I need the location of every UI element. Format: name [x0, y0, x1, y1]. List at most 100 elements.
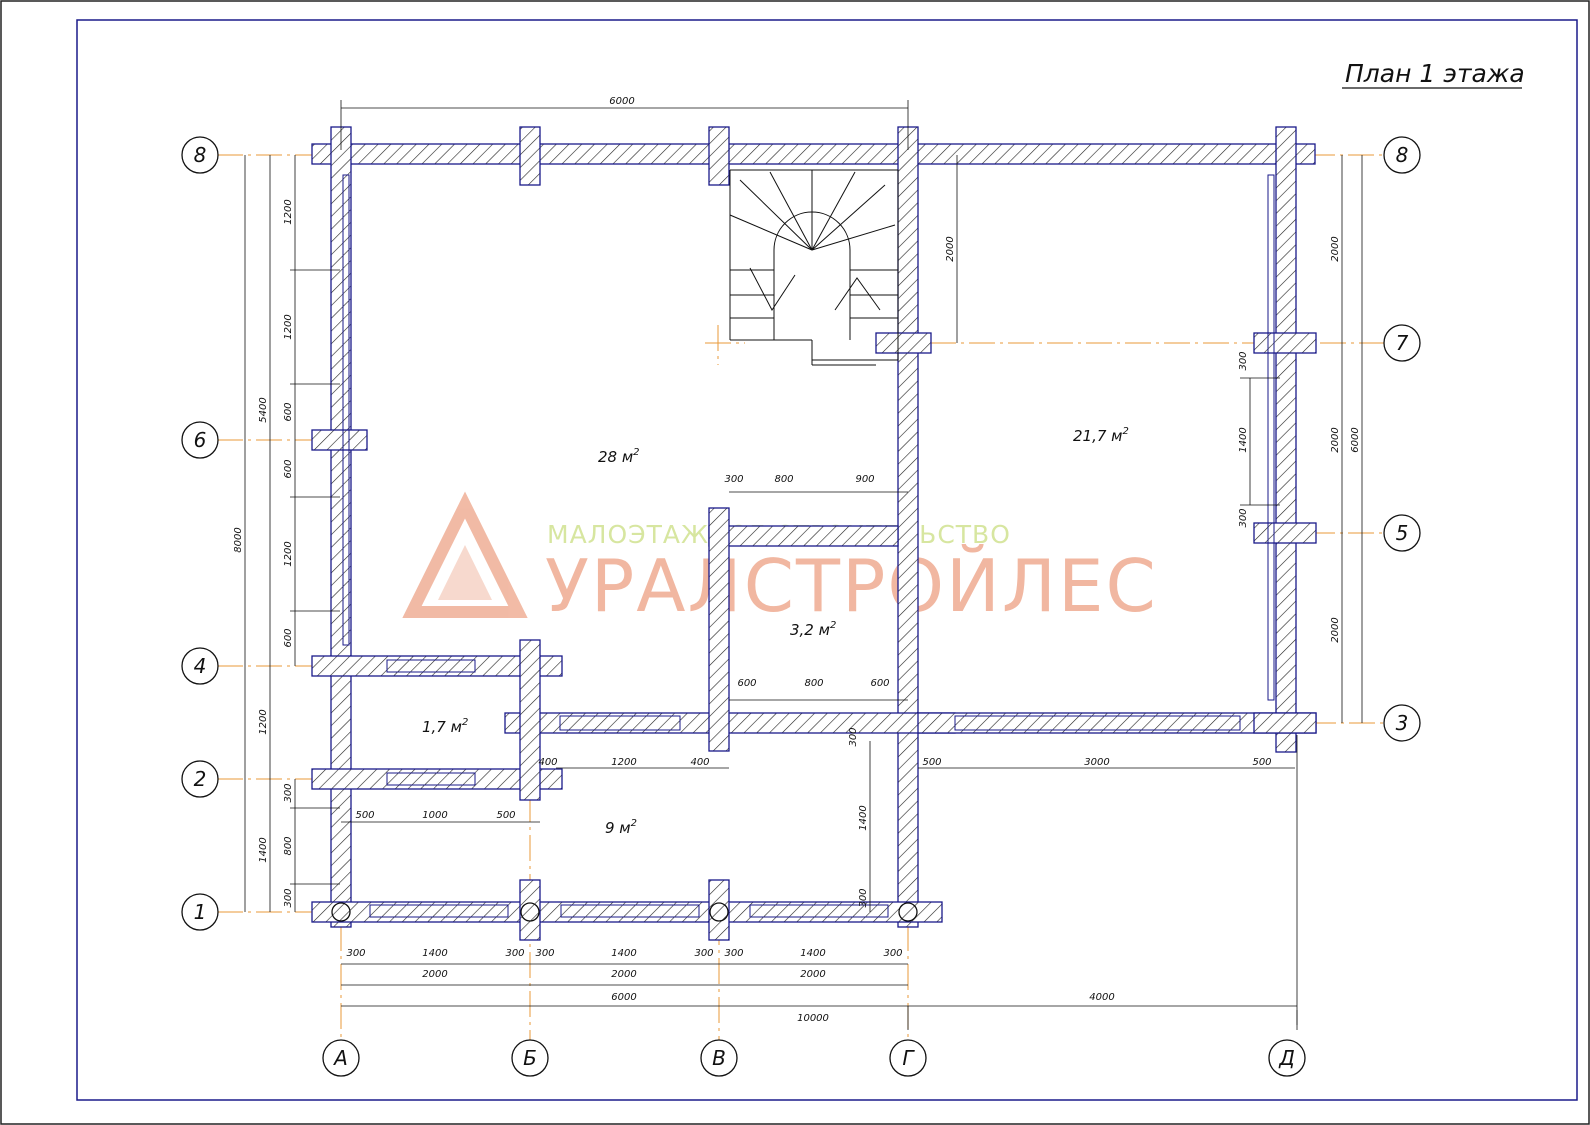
dim-bath-top-3: 900: [855, 474, 874, 485]
axis-bubble-row-3: [1383, 704, 1421, 742]
dim-small-room-1: 500: [355, 810, 374, 821]
dim-right-row-1: 500: [922, 757, 941, 768]
room-area-main-hall: 28 м2: [598, 447, 640, 466]
dim-left-lower-1: 1200: [258, 709, 269, 734]
dim-right-row-2: 3000: [1084, 757, 1109, 768]
dim-bottom-r1-8: 1400: [800, 948, 825, 959]
axis-bubble-col-g: [889, 1039, 927, 1077]
dim-right-row-3: 500: [1252, 757, 1271, 768]
window-lines: [342, 174, 1275, 918]
axis-label-col-a: А: [332, 1046, 348, 1070]
axis-bubble-col-b: [511, 1039, 549, 1077]
axis-label-row-3: 3: [1396, 711, 1409, 735]
axis-label-row-1: 1: [194, 900, 207, 924]
axis-label-col-d: Д: [1278, 1046, 1295, 1070]
drawing-title: План 1 этажа: [1345, 59, 1525, 88]
dim-left-lower-2: 300: [283, 783, 294, 802]
dim-bottom-r2-2: 2000: [611, 969, 636, 980]
dim-bath-top-2: 800: [774, 474, 793, 485]
dim-bottom-r1-9: 300: [883, 948, 902, 959]
dim-right-inner-2: 1400: [1238, 427, 1249, 452]
axis-label-row-4: 4: [194, 654, 207, 678]
axis-bubble-row-1: [181, 893, 219, 931]
dim-bottom-r1-3: 300: [505, 948, 524, 959]
porch-columns: [331, 902, 918, 922]
dim-small-room-3: 500: [496, 810, 515, 821]
axis-label-col-b: Б: [523, 1046, 537, 1070]
dim-left-lower-3: 800: [283, 836, 294, 855]
dim-small-room-2: 1000: [422, 810, 447, 821]
dim-bottom-total: 10000: [797, 1013, 829, 1024]
dim-bottom-r1-7: 300: [724, 948, 743, 959]
axis-label-row-5: 5: [1396, 521, 1409, 545]
dim-right-chain-1: 2000: [1330, 236, 1341, 261]
dim-left-outer: 8000: [233, 527, 244, 552]
dim-top-overall: 6000: [609, 96, 634, 107]
dim-left-chain-4: 600: [283, 459, 294, 478]
dim-bottom-r1-5: 1400: [611, 948, 636, 959]
axis-bubble-row-5: [1383, 514, 1421, 552]
dim-left-chain-3: 600: [283, 402, 294, 421]
dim-left-5400: 5400: [258, 397, 269, 422]
dim-mid-row-1: 400: [538, 757, 557, 768]
axis-label-row-2: 2: [194, 767, 207, 791]
axis-label-row-8-left: 8: [194, 143, 207, 167]
dim-bottom-r3-1: 6000: [611, 992, 636, 1003]
room-area-right-room: 21,7 м2: [1073, 426, 1129, 445]
axis-label-row-8-right: 8: [1396, 143, 1409, 167]
dim-left-chain-1: 1200: [283, 199, 294, 224]
dim-left-chain-6: 600: [283, 628, 294, 647]
dim-porch-right-1: 1400: [858, 805, 869, 830]
axis-bubble-row-2: [181, 760, 219, 798]
dim-right-chain-3: 2000: [1330, 617, 1341, 642]
axis-bubble-row-8-left: [181, 136, 219, 174]
axis-label-col-v: В: [712, 1046, 726, 1070]
room-area-porch: 9 м2: [605, 818, 637, 837]
staircase: [729, 169, 899, 366]
axis-label-row-6: 6: [194, 428, 207, 452]
dim-right-inner-3: 300: [1238, 508, 1249, 527]
dim-mid-row-2: 1200: [611, 757, 636, 768]
axis-bubbles: [181, 136, 1421, 1077]
sheet-border-inner: [76, 19, 1578, 1101]
dim-left-chain-5: 1200: [283, 541, 294, 566]
dim-stair-2000: 2000: [945, 236, 956, 261]
axis-bubble-row-6: [181, 421, 219, 459]
axis-bubble-col-v: [700, 1039, 738, 1077]
dim-bath-left-300: 300: [848, 727, 859, 746]
axis-bubble-row-8-right: [1383, 136, 1421, 174]
dim-bath-top-1: 300: [724, 474, 743, 485]
dim-left-1400: 1400: [258, 837, 269, 862]
dim-bottom-r1-2: 1400: [422, 948, 447, 959]
dim-bottom-r2-3: 2000: [800, 969, 825, 980]
dim-left-lower-4: 300: [283, 888, 294, 907]
room-area-small-room: 1,7 м2: [422, 717, 468, 736]
walls: [311, 126, 1317, 941]
dim-mid-row-3: 400: [690, 757, 709, 768]
dim-bottom-r1-6: 300: [694, 948, 713, 959]
dim-bottom-r1-1: 300: [346, 948, 365, 959]
dim-bottom-r1-4: 300: [535, 948, 554, 959]
dim-right-inner-1: 300: [1238, 351, 1249, 370]
dim-left-chain-2: 1200: [283, 314, 294, 339]
axis-bubble-col-a: [322, 1039, 360, 1077]
axis-bubble-row-4: [181, 647, 219, 685]
dim-porch-right-2: 300: [858, 888, 869, 907]
dim-bottom-r3-2: 4000: [1089, 992, 1114, 1003]
dim-right-chain-2: 2000: [1330, 427, 1341, 452]
axis-bubble-row-7: [1383, 324, 1421, 362]
room-area-bath: 3,2 м2: [790, 620, 836, 639]
dim-bath-bottom-2: 800: [804, 678, 823, 689]
axis-label-row-7: 7: [1396, 331, 1409, 355]
dimension-lines: [244, 100, 1363, 1030]
watermark-brand: УРАЛСТРОЙЛЕС: [545, 544, 1158, 628]
dim-bath-bottom-1: 600: [737, 678, 756, 689]
axis-bubble-col-d: [1268, 1039, 1306, 1077]
watermark-logo: [402, 491, 528, 618]
axis-label-col-g: Г: [902, 1046, 915, 1070]
dim-bottom-r2-1: 2000: [422, 969, 447, 980]
dim-right-total: 6000: [1350, 427, 1361, 452]
dim-bath-bottom-3: 600: [870, 678, 889, 689]
